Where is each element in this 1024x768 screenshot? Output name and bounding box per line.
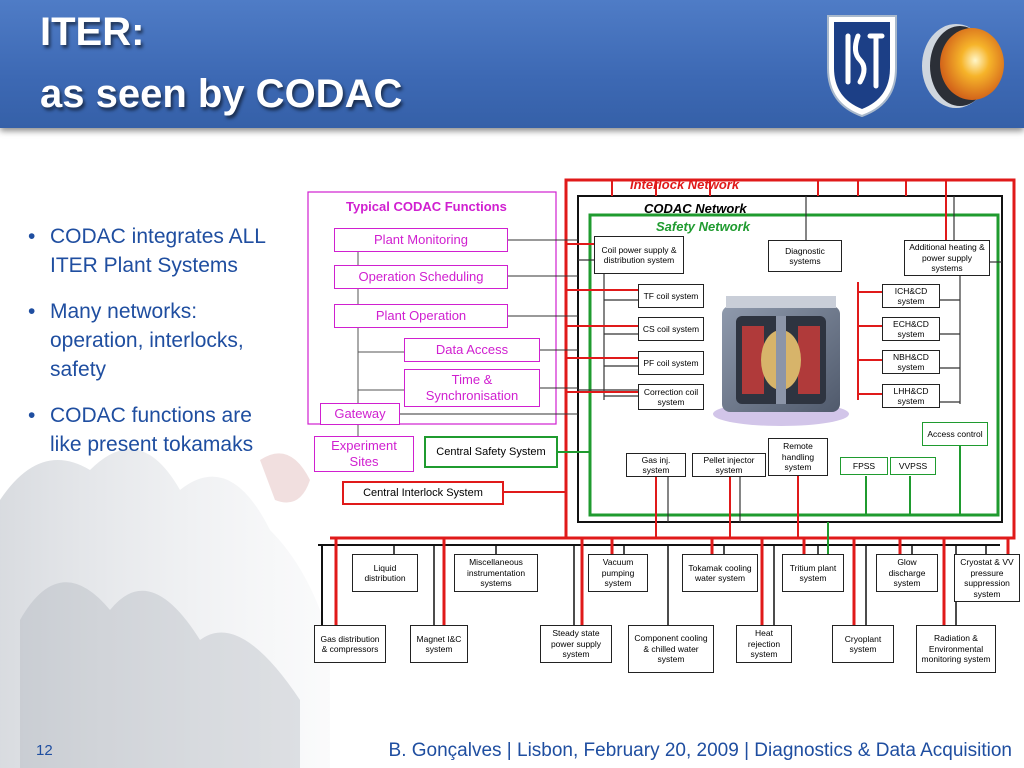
pf-coil-box: PF coil system: [638, 351, 704, 375]
fpss-box: FPSS: [840, 457, 888, 475]
codac-network-label: CODAC Network: [644, 201, 747, 216]
central-interlock-system-box: Central Interlock System: [342, 481, 504, 505]
central-safety-system-box: Central Safety System: [424, 436, 558, 468]
correction-coil-box: Correction coil system: [638, 384, 704, 410]
vacuum-pumping-box: Vacuum pumping system: [588, 554, 648, 592]
coil-power-supply-box: Coil power supply & distribution system: [594, 236, 684, 274]
slide-subtitle: as seen by CODAC: [40, 72, 403, 116]
cs-coil-box: CS coil system: [638, 317, 704, 341]
access-control-box: Access control: [922, 422, 988, 446]
remote-handling-box: Remote handling system: [768, 438, 828, 476]
safety-network-frame: [588, 213, 1000, 517]
steady-state-power-box: Steady state power supply system: [540, 625, 612, 663]
additional-heating-box: Additional heating & power supply system…: [904, 240, 990, 276]
vvpss-box: VVPSS: [890, 457, 936, 475]
diagnostic-systems-box: Diagnostic systems: [768, 240, 842, 272]
gas-injection-box: Gas inj. system: [626, 453, 686, 477]
background-statue-image: [0, 449, 330, 768]
time-sync-box: Time & Synchronisation: [404, 369, 540, 407]
footer-text: B. Gonçalves | Lisbon, February 20, 2009…: [388, 740, 1012, 761]
data-access-box: Data Access: [404, 338, 540, 362]
pellet-injector-box: Pellet injector system: [692, 453, 766, 477]
ichcd-box: ICH&CD system: [882, 284, 940, 308]
glow-discharge-box: Glow discharge system: [876, 554, 938, 592]
heat-rejection-box: Heat rejection system: [736, 625, 792, 663]
radiation-monitoring-box: Radiation & Environmental monitoring sys…: [916, 625, 996, 673]
cfn-orb-logo: [922, 24, 1004, 108]
tritium-plant-box: Tritium plant system: [782, 554, 844, 592]
plant-monitoring-box: Plant Monitoring: [334, 228, 508, 252]
liquid-distribution-box: Liquid distribution: [352, 554, 418, 592]
interlock-network-label: Interlock Network: [630, 177, 740, 192]
experiment-sites-box: Experiment Sites: [314, 436, 414, 472]
safety-network-label: Safety Network: [656, 219, 750, 234]
tokamak-illustration: [713, 296, 849, 426]
gateway-box: Gateway: [320, 403, 400, 425]
bullet-list: CODAC integrates ALL ITER Plant Systems …: [28, 222, 268, 476]
gas-distribution-box: Gas distribution & compressors: [314, 625, 386, 663]
plant-operation-box: Plant Operation: [334, 304, 508, 328]
page-number: 12: [36, 742, 53, 759]
lhhcd-box: LHH&CD system: [882, 384, 940, 408]
echcd-box: ECH&CD system: [882, 317, 940, 341]
bullet-item: Many networks: operation, interlocks, sa…: [28, 297, 268, 384]
magnet-ic-box: Magnet I&C system: [410, 625, 468, 663]
ist-shield-logo: [827, 15, 897, 118]
slide-title: ITER:: [40, 10, 145, 54]
cryoplant-box: Cryoplant system: [832, 625, 894, 663]
bullet-item: CODAC functions are like present tokamak…: [28, 401, 268, 459]
codac-functions-frame: [307, 191, 557, 425]
component-cooling-box: Component cooling & chilled water system: [628, 625, 714, 673]
cryostat-pressure-suppression-box: Cryostat & VV pressure suppression syste…: [954, 554, 1020, 602]
typical-functions-label: Typical CODAC Functions: [346, 199, 507, 214]
tf-coil-box: TF coil system: [638, 284, 704, 308]
tokamak-cooling-water-box: Tokamak cooling water system: [682, 554, 758, 592]
misc-instrumentation-box: Miscellaneous instrumentation systems: [454, 554, 538, 592]
operation-scheduling-box: Operation Scheduling: [334, 265, 508, 289]
bullet-item: CODAC integrates ALL ITER Plant Systems: [28, 222, 268, 280]
nbhcd-box: NBH&CD system: [882, 350, 940, 374]
